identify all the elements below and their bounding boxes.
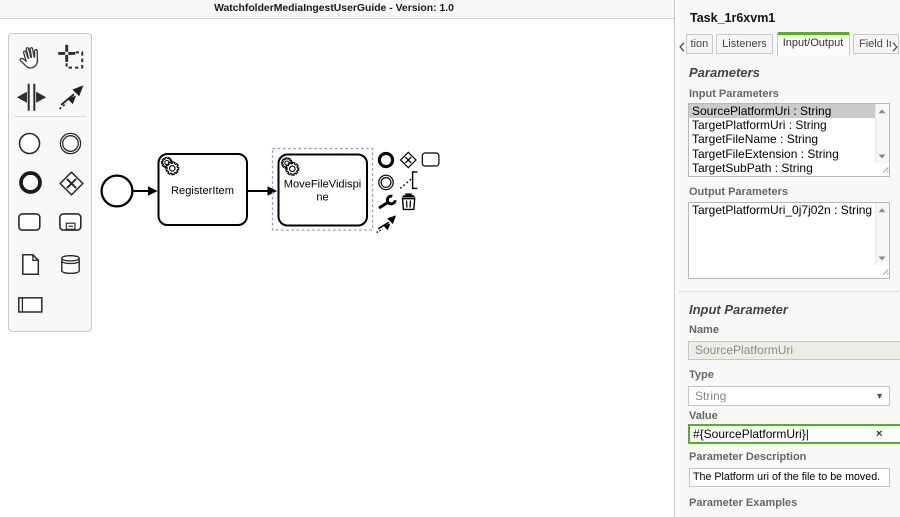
svg-text:MoveFileVidispi: MoveFileVidispi [284,178,361,190]
svg-text:ne: ne [316,191,328,203]
svg-text:RegisterItem: RegisterItem [171,185,234,197]
